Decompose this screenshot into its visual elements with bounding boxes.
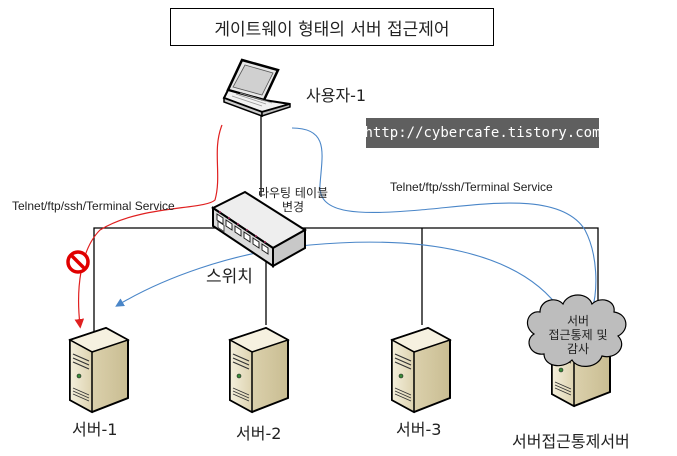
server-1-icon	[69, 327, 129, 413]
gateway-path-protocols: Telnet/ftp/ssh/Terminal Service	[390, 180, 553, 194]
prohibited-icon	[66, 250, 90, 274]
cloud-line3: 감사	[566, 342, 590, 356]
watermark-url[interactable]: http://cybercafe.tistory.com	[365, 118, 601, 148]
blocked-direct-path	[74, 124, 223, 329]
switch-label: 스위치	[206, 267, 253, 287]
cloud-line1: 서버	[566, 314, 590, 328]
allowed-path-to-server1	[115, 241, 563, 313]
server-3-icon	[391, 327, 451, 413]
routing-change-line2: 변경	[281, 200, 305, 214]
server-1-label: 서버-1	[72, 420, 118, 439]
routing-change-note: 라우팅 테이블 변경	[251, 186, 335, 214]
direct-path-protocols: Telnet/ftp/ssh/Terminal Service	[12, 199, 175, 213]
gateway-server-label: 서버접근통제서버	[512, 432, 630, 451]
user-label: 사용자-1	[306, 86, 367, 105]
server-2-icon	[229, 327, 289, 413]
laptop-icon	[222, 58, 291, 118]
switch-icon	[211, 190, 307, 268]
routing-change-line1: 라우팅 테이블	[257, 186, 329, 200]
cloud-line2: 접근통제 및	[548, 328, 608, 342]
cloud-text: 서버 접근통제 및 감사	[530, 314, 626, 356]
cloud-shape	[526, 294, 627, 367]
diagram-title: 게이트웨이 형태의 서버 접근제어	[170, 8, 494, 46]
server-2-label: 서버-2	[236, 424, 282, 443]
allowed-path-to-gateway	[291, 127, 598, 314]
server-3-label: 서버-3	[396, 420, 442, 439]
